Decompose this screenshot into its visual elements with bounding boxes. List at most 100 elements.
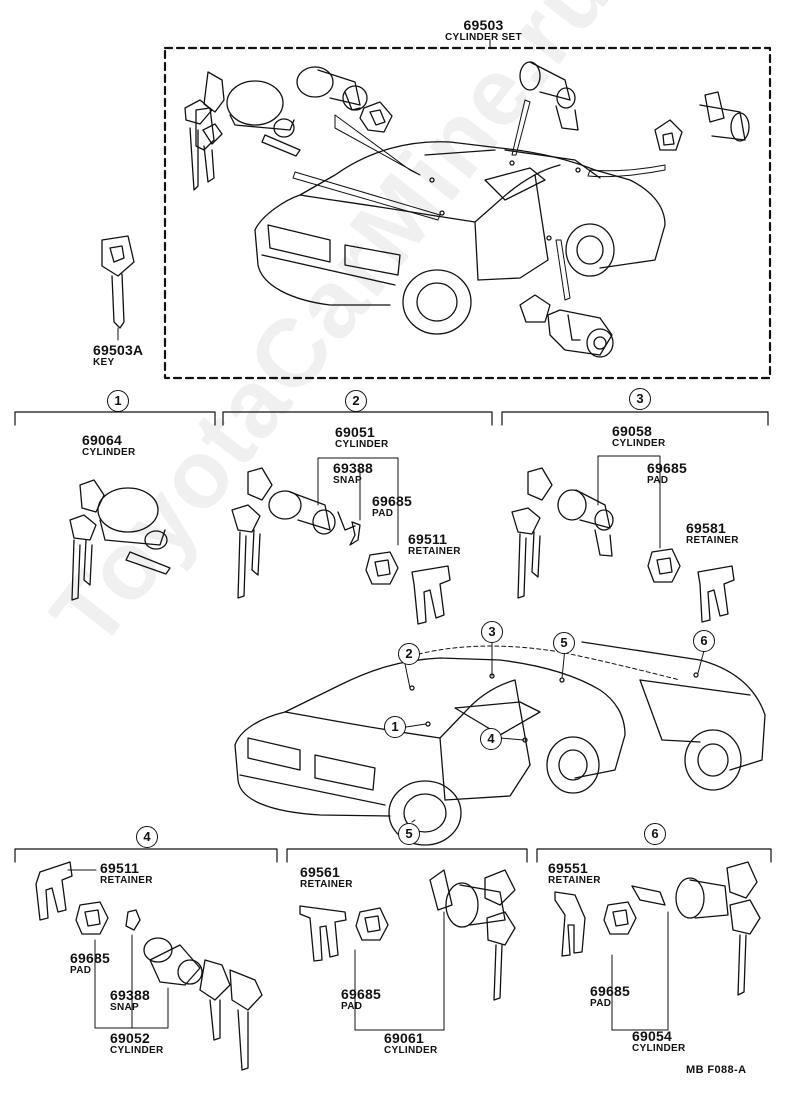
group-2-keys [231, 467, 273, 599]
group-4-cylinder-label: 69052 CYLINDER [110, 1031, 164, 1056]
group-6-cylinder-part: 69054 [632, 1028, 672, 1044]
group-4-snap-part: 69388 [110, 987, 150, 1003]
group-2-marker: 2 [345, 390, 367, 412]
group-5-pad-label: 69685 PAD [341, 987, 381, 1012]
group-5-marker: 5 [398, 823, 420, 845]
group-5-bracket [286, 848, 528, 863]
group-5-cylinder-name: CYLINDER [384, 1045, 438, 1056]
group-1-marker: 1 [107, 390, 129, 412]
reference-code: MB F088-A [686, 1064, 747, 1076]
group-5-cylinder-label: 69061 CYLINDER [384, 1031, 438, 1056]
group-5-pad-part: 69685 [341, 986, 381, 1002]
group-5-cylinder-part: 69061 [384, 1030, 424, 1046]
group-3-pad-name: PAD [647, 475, 669, 486]
group-2-cylinder-part: 69051 [335, 424, 375, 440]
group-5-pad-name: PAD [341, 1001, 363, 1012]
group-2-snap-label: 69388 SNAP [333, 461, 373, 486]
group-3-cylinder-name: CYLINDER [612, 438, 666, 449]
group-6-trunk-cylinder [631, 861, 761, 996]
cylinder-set-label: 69503 CYLINDER SET [445, 18, 522, 43]
group-5-retainer [299, 905, 347, 962]
top-set-fuel-cylinder [519, 294, 614, 358]
group-4-retainer-name: RETAINER [100, 875, 153, 886]
group-6-retainer-name: RETAINER [548, 875, 601, 886]
group-6-retainer-label: 69551 RETAINER [548, 861, 601, 886]
car-marker-2: 2 [398, 643, 420, 665]
group-2-cylinder-name: CYLINDER [335, 439, 389, 450]
group-2-leader [317, 457, 399, 546]
group-6-retainer [554, 891, 586, 957]
group-2-pad-label: 69685 PAD [372, 494, 412, 519]
group-2-pad-part: 69685 [372, 493, 412, 509]
group-2-retainer-name: RETAINER [408, 546, 461, 557]
cylinder-set-frame [163, 46, 772, 380]
car-marker-6: 6 [693, 630, 715, 652]
group-6-pad [603, 901, 637, 935]
group-1-cylinder-name: CYLINDER [82, 447, 136, 458]
group-5-trunk-cylinder [429, 869, 516, 1001]
key-label: 69503A KEY [93, 343, 143, 368]
group-1-bracket [14, 411, 216, 426]
group-3-bracket [501, 411, 769, 426]
group-6-pad-part: 69685 [590, 983, 630, 999]
top-car-drawing [254, 141, 666, 335]
group-4-pad-part: 69685 [70, 950, 110, 966]
group-4-pad [75, 901, 109, 935]
group-3-leader [597, 455, 661, 549]
group-5-leader [354, 911, 445, 1031]
group-4-door-cylinder [143, 937, 263, 1071]
group-5-retainer-name: RETAINER [300, 879, 353, 890]
middle-hatchback-drawing [581, 641, 766, 791]
cylinder-set-name: CYLINDER SET [445, 32, 522, 43]
group-3-pad-retainer [647, 548, 735, 623]
group-2-door-cylinder [268, 490, 361, 546]
group-6-cylinder-label: 69054 CYLINDER [632, 1029, 686, 1054]
car-marker-1: 1 [384, 716, 406, 738]
group-6-pad-name: PAD [590, 998, 612, 1009]
group-3-marker: 3 [629, 388, 651, 410]
group-2-snap-name: SNAP [333, 475, 362, 486]
group-6-retainer-part: 69551 [548, 860, 588, 876]
group-2-pad-name: PAD [372, 508, 394, 519]
group-3-cylinder-label: 69058 CYLINDER [612, 424, 666, 449]
spare-key-drawing [101, 235, 135, 341]
car-marker-5: 5 [553, 632, 575, 654]
group-2-retainer-label: 69511 RETAINER [408, 532, 461, 557]
group-3-retainer-label: 69581 RETAINER [686, 521, 739, 546]
top-set-trunk-cylinder [654, 91, 750, 151]
group-1-ignition-cylinder [69, 479, 171, 601]
group-4-snap [125, 909, 141, 931]
group-4-leader [94, 934, 169, 1029]
group-2-snap-part: 69388 [333, 460, 373, 476]
group-3-glovebox-cylinder [557, 489, 614, 557]
group-3-keys [511, 467, 553, 599]
group-4-retainer-label: 69511 RETAINER [100, 861, 153, 886]
group-4-pad-name: PAD [70, 965, 92, 976]
group-6-leader [611, 911, 669, 1031]
group-6-pad-label: 69685 PAD [590, 984, 630, 1009]
group-5-retainer-label: 69561 RETAINER [300, 865, 353, 890]
group-4-cylinder-name: CYLINDER [110, 1045, 164, 1056]
group-6-marker: 6 [644, 823, 666, 845]
group-4-marker: 4 [136, 826, 158, 848]
middle-sedan-drawing [234, 645, 681, 846]
group-3-pad-label: 69685 PAD [647, 461, 687, 486]
group-1-cylinder-part: 69064 [82, 432, 122, 448]
group-6-cylinder-name: CYLINDER [632, 1043, 686, 1054]
top-set-ignition-cylinder [226, 80, 301, 157]
group-2-pad-retainer [365, 551, 451, 625]
group-6-bracket [536, 848, 772, 863]
key-part-number: 69503A [93, 342, 144, 358]
group-4-retainer-part: 69511 [100, 860, 140, 876]
top-set-door-cylinder [296, 66, 393, 133]
group-5-retainer-part: 69561 [300, 864, 340, 880]
group-2-bracket [222, 411, 493, 426]
top-set-keys [184, 71, 225, 191]
cylinder-set-part-number: 69503 [463, 17, 504, 33]
group-1-cylinder-label: 69064 CYLINDER [82, 433, 136, 458]
car-marker-4: 4 [480, 728, 502, 750]
top-set-glovebox-cylinder [519, 61, 579, 131]
group-3-pad-part: 69685 [647, 460, 687, 476]
group-2-cylinder-label: 69051 CYLINDER [335, 425, 389, 450]
car-marker-3: 3 [481, 621, 503, 643]
